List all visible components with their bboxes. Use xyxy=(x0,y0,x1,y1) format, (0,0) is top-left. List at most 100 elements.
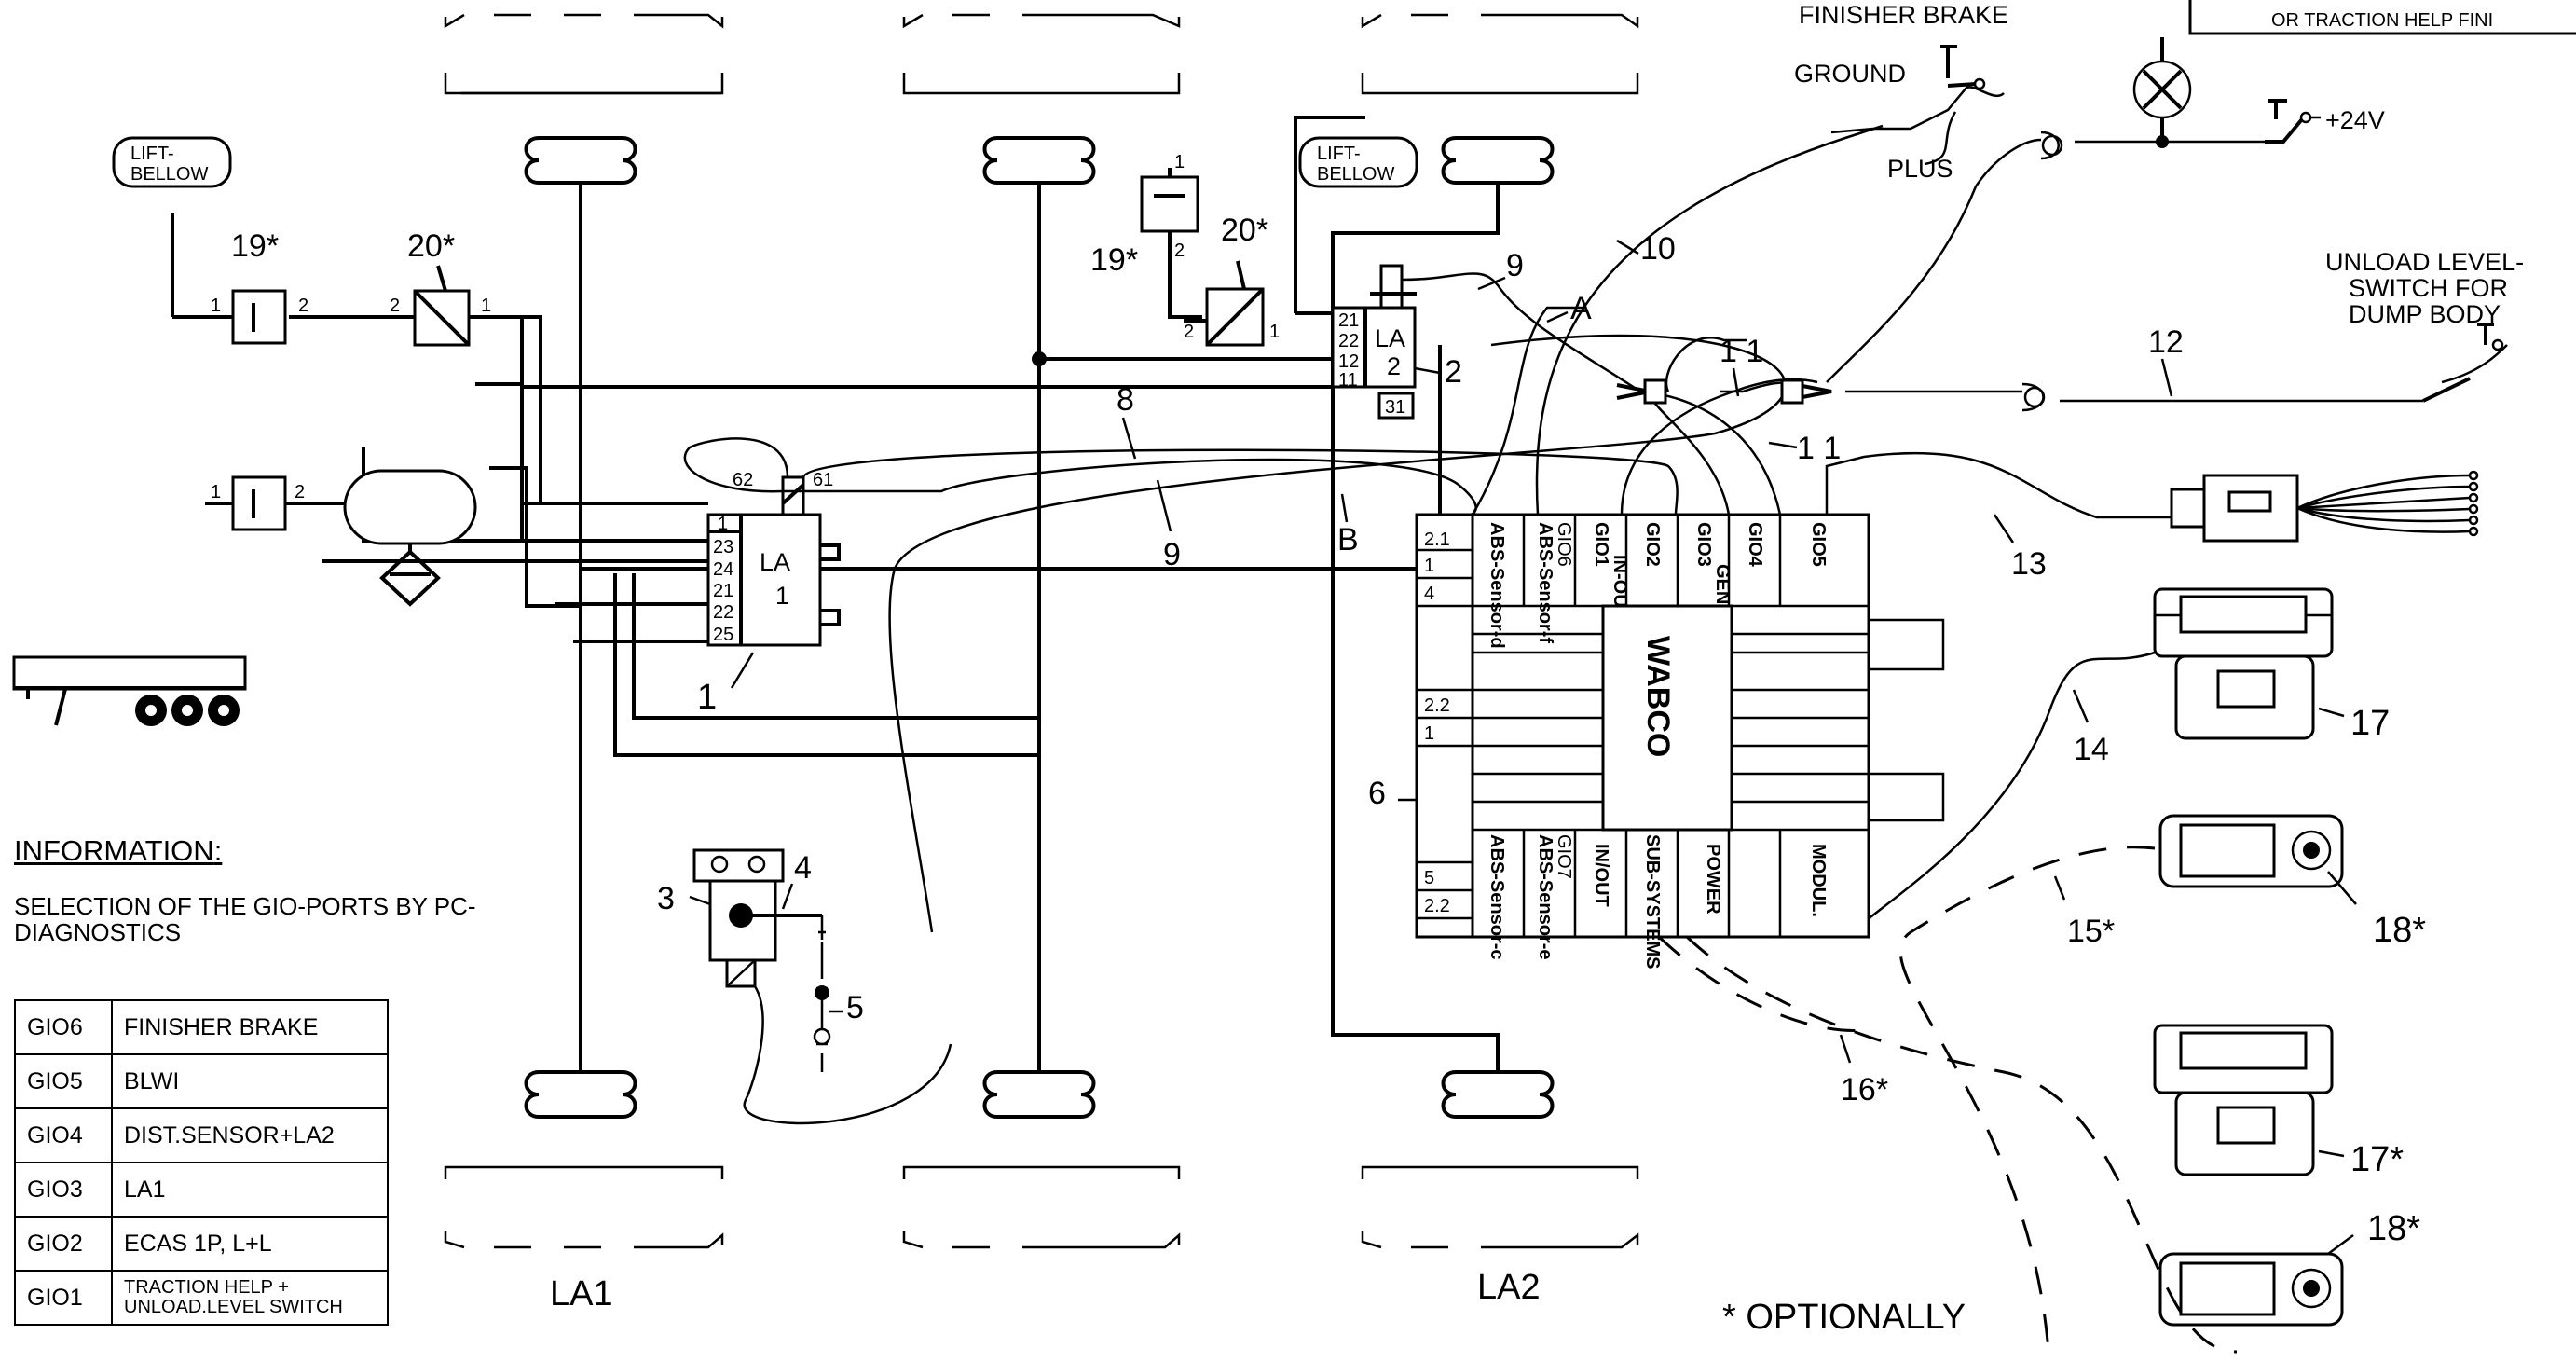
tire-top-3 xyxy=(1361,13,1639,95)
callout-A: A xyxy=(1570,291,1592,326)
svg-text:61: 61 xyxy=(813,470,833,490)
svg-text:2: 2 xyxy=(1387,352,1401,380)
svg-text:SUB-SYSTEMS: SUB-SYSTEMS xyxy=(1642,834,1663,969)
svg-text:GIO2: GIO2 xyxy=(1642,522,1663,567)
gio-port-cell: GIO2 xyxy=(14,1216,113,1272)
svg-text:1: 1 xyxy=(1174,152,1185,172)
pneumatic-lines xyxy=(171,116,1500,1072)
svg-text:18*: 18* xyxy=(2373,911,2426,950)
svg-text:2: 2 xyxy=(1184,322,1194,342)
svg-text:2: 2 xyxy=(390,296,400,316)
svg-text:31: 31 xyxy=(1385,397,1405,418)
callout-15: 15* xyxy=(2067,914,2115,949)
svg-text:1: 1 xyxy=(775,582,789,610)
gio-function-cell: TRACTION HELP + UNLOAD.LEVEL SWITCH xyxy=(111,1270,389,1326)
air-bellows xyxy=(524,136,1555,1119)
svg-text:DUMP BODY: DUMP BODY xyxy=(2349,300,2501,328)
svg-text:2: 2 xyxy=(298,296,308,316)
svg-text:1: 1 xyxy=(718,514,728,534)
svg-text:LIFT-: LIFT- xyxy=(1317,144,1361,164)
svg-text:UNLOAD LEVEL-: UNLOAD LEVEL- xyxy=(2325,248,2524,276)
svg-text:IN/OUT: IN/OUT xyxy=(1591,844,1611,907)
gio-port-cell: GIO5 xyxy=(14,1053,113,1109)
bellow-bottom-3 xyxy=(1441,1070,1555,1119)
callout-16: 16* xyxy=(1841,1072,1888,1107)
valve-la1: 1 23 24 21 22 25 LA 1 62 61 1 xyxy=(697,470,841,717)
svg-text:62: 62 xyxy=(733,470,753,490)
svg-text:GIO3: GIO3 xyxy=(1693,522,1714,567)
svg-text:GIO5: GIO5 xyxy=(1808,522,1829,567)
svg-text:24: 24 xyxy=(713,559,733,580)
svg-text:GIO1: GIO1 xyxy=(1591,522,1611,567)
gio-port-cell: GIO1 xyxy=(14,1270,113,1326)
gio-port-cell: GIO3 xyxy=(14,1162,113,1218)
svg-text:+24V: +24V xyxy=(2325,106,2385,134)
gio-function-cell: BLWI xyxy=(111,1053,389,1109)
svg-text:3: 3 xyxy=(657,881,675,916)
svg-text:23: 23 xyxy=(713,537,733,557)
svg-text:12: 12 xyxy=(1338,351,1359,372)
svg-text:21: 21 xyxy=(713,581,733,601)
bellow-top-2 xyxy=(982,136,1096,185)
callout-10: 10 xyxy=(1640,231,1676,267)
svg-text:2: 2 xyxy=(295,482,305,502)
gio-function-cell: ECAS 1P, L+L xyxy=(111,1216,389,1272)
svg-text:1: 1 xyxy=(1269,322,1280,342)
svg-text:4: 4 xyxy=(794,850,812,886)
ecu-body-ribs xyxy=(1473,618,1945,832)
bellow-top-1 xyxy=(524,136,637,185)
wabco-ecu: 2.1 1 4 2.2 1 5 2.2 ABS-Sensor-d ABS-Sen… xyxy=(1368,513,1945,969)
optionally-note: * OPTIONALLY xyxy=(1722,1298,1966,1337)
svg-text:1: 1 xyxy=(211,482,221,502)
valve-la2: 21 22 12 11 LA 2 31 2 xyxy=(1331,264,1462,420)
svg-text:ABS-Sensor-c: ABS-Sensor-c xyxy=(1487,834,1507,959)
axle-label-la1: LA1 xyxy=(550,1274,613,1314)
information-title: INFORMATION: xyxy=(14,834,223,867)
svg-text:1: 1 xyxy=(1424,723,1434,744)
gio-function-cell: LA1 xyxy=(111,1162,389,1218)
svg-text:20*: 20* xyxy=(407,228,455,264)
svg-text:22: 22 xyxy=(1338,331,1359,351)
svg-text:LIFT-: LIFT- xyxy=(130,144,174,164)
callout-13: 13 xyxy=(2011,546,2047,582)
table-row: GIO1 TRACTION HELP + UNLOAD.LEVEL SWITCH xyxy=(14,1270,389,1326)
module-17-top: 17 xyxy=(2153,587,2390,743)
svg-text:ABS-Sensor-d: ABS-Sensor-d xyxy=(1487,522,1507,649)
callout-8: 8 xyxy=(1117,382,1134,418)
svg-text:BELLOW: BELLOW xyxy=(130,164,208,185)
information-text: SELECTION OF THE GIO-PORTS BY PC-DIAGNOS… xyxy=(14,892,476,946)
table-row: GIO3 LA1 xyxy=(14,1162,389,1218)
svg-text:2: 2 xyxy=(1445,354,1462,390)
svg-text:2.2: 2.2 xyxy=(1424,896,1450,916)
svg-text:4: 4 xyxy=(1424,584,1434,604)
svg-text:19*: 19* xyxy=(231,228,279,264)
bellow-top-3 xyxy=(1441,136,1555,185)
svg-text:ABS-Sensor-f: ABS-Sensor-f xyxy=(1535,522,1555,643)
callout-12: 12 xyxy=(2148,324,2184,360)
svg-text:OR TRACTION HELP FINI: OR TRACTION HELP FINI xyxy=(2271,10,2493,31)
tire-bottom-3 xyxy=(1361,1165,1639,1249)
table-row: GIO6 FINISHER BRAKE xyxy=(14,999,389,1055)
svg-text:2.1: 2.1 xyxy=(1424,530,1450,550)
svg-text:MODUL.: MODUL. xyxy=(1808,844,1829,917)
svg-text:25: 25 xyxy=(713,625,733,645)
svg-text:GIO4: GIO4 xyxy=(1745,522,1765,568)
svg-text:20*: 20* xyxy=(1221,213,1268,248)
svg-text:SWITCH FOR: SWITCH FOR xyxy=(2349,274,2508,302)
valve-19-left: 1 2 19* xyxy=(211,228,308,345)
valve-19-right: 1 2 19* xyxy=(1090,152,1199,278)
gio-port-cell: GIO4 xyxy=(14,1107,113,1163)
gio-port-table: GIO6 FINISHER BRAKE GIO5 BLWI GIO4 DIST.… xyxy=(14,999,389,1326)
svg-text:17*: 17* xyxy=(2350,1140,2404,1179)
gio-function-cell: FINISHER BRAKE xyxy=(111,999,389,1055)
lift-bellow-left: LIFT- BELLOW xyxy=(112,136,232,188)
callout-labels: 8 9 9 10 1 1 1 1 12 13 14 15* 16* A B xyxy=(1117,231,2184,1107)
lift-bellow-right: LIFT- BELLOW xyxy=(1298,136,1418,188)
axle-tires xyxy=(444,13,1639,1249)
svg-text:LA: LA xyxy=(760,548,790,576)
tire-bottom-1 xyxy=(444,1165,724,1249)
valve-tank: 1 2 xyxy=(205,475,345,531)
svg-text:1: 1 xyxy=(1424,556,1434,576)
svg-text:ABS-Sensor-e: ABS-Sensor-e xyxy=(1535,834,1555,959)
